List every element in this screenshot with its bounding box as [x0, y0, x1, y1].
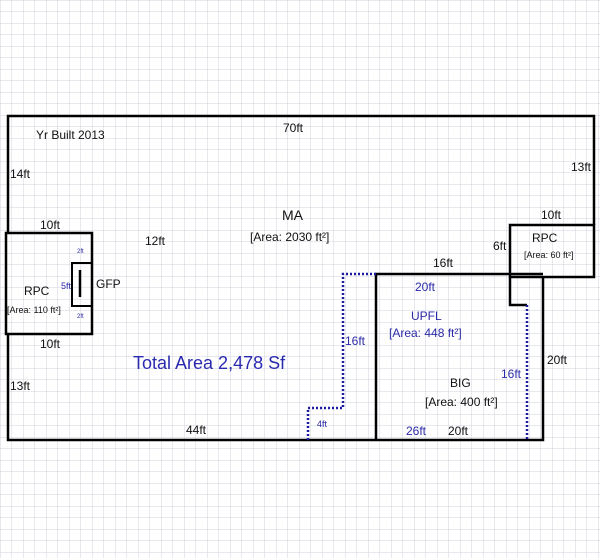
big-name: BIG — [450, 376, 471, 390]
upfl-outline — [306, 272, 529, 440]
dimension-label: 6ft — [493, 239, 507, 253]
rpc-left-area: [Area: 110 ft²] — [7, 305, 61, 315]
year-built-label: Yr Built 2013 — [36, 128, 105, 142]
ma-outline — [6, 114, 596, 442]
gfp-name: GFP — [96, 277, 121, 291]
ma-name: MA — [282, 207, 304, 223]
dimension-label: 5ft — [61, 281, 72, 291]
dimension-label: 20ft — [448, 424, 469, 438]
total-area-label: Total Area 2,478 Sf — [133, 353, 286, 373]
rpc-right-name: RPC — [532, 231, 558, 245]
dimension-label: 13ft — [10, 379, 31, 393]
rpc-left-name: RPC — [24, 284, 50, 298]
gfp-outline — [71, 262, 93, 307]
dimension-label: 10ft — [541, 208, 562, 222]
dimension-label: 12ft — [145, 234, 166, 248]
dimension-label: 16ft — [345, 334, 366, 348]
rpc-right-area: [Area: 60 ft²] — [524, 250, 574, 260]
dimension-label: 14ft — [10, 167, 31, 181]
ma-area: [Area: 2030 ft²] — [250, 230, 329, 244]
dimension-label: 10ft — [40, 218, 61, 232]
dimension-label: 44ft — [186, 423, 207, 437]
upfl-name: UPFL — [411, 309, 442, 323]
dimension-label: 16ft — [501, 367, 522, 381]
dimension-label: 4ft — [317, 419, 328, 429]
dimension-label: 10ft — [40, 337, 61, 351]
rpc-right-outline — [508, 223, 596, 279]
dimension-label: 20ft — [415, 280, 436, 294]
dimension-label: 2ft — [77, 314, 84, 320]
dimension-label: 2ft — [77, 249, 84, 255]
dimension-label: 70ft — [283, 121, 304, 135]
big-area: [Area: 400 ft²] — [425, 395, 498, 409]
dimension-label: 20ft — [547, 353, 568, 367]
dimension-label: 13ft — [571, 160, 592, 174]
dimension-label: 26ft — [406, 424, 427, 438]
dimension-label: 16ft — [433, 256, 454, 270]
upfl-area: [Area: 448 ft²] — [389, 326, 462, 340]
